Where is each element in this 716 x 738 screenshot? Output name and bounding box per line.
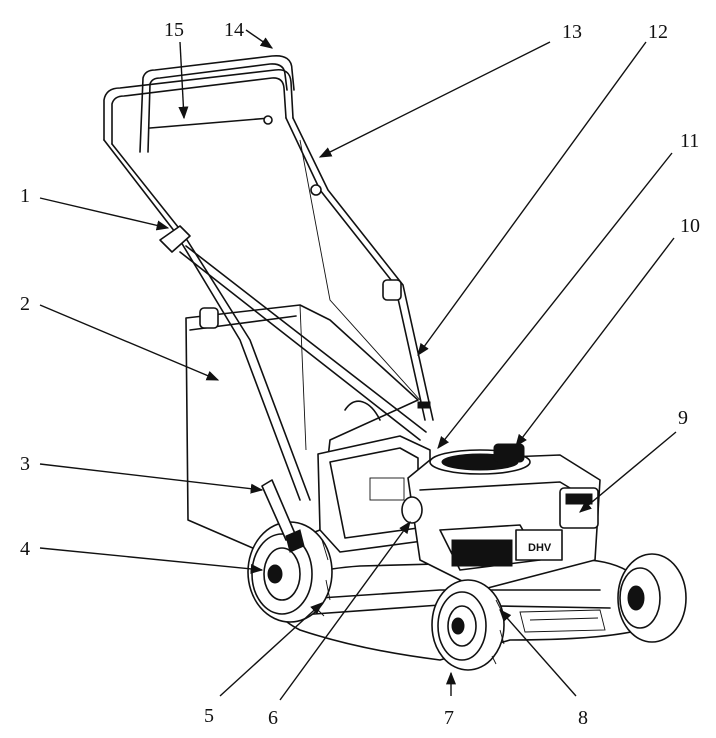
callout-4: 4 — [20, 538, 30, 560]
engine-brand-text: DHV — [528, 542, 552, 554]
callout-11: 11 — [680, 130, 699, 152]
engine: DHV — [401, 443, 601, 591]
callout-labels: 1 2 3 4 5 6 7 8 9 10 11 12 13 14 15 — [20, 19, 700, 729]
front-wheel — [431, 579, 505, 671]
callout-12: 12 — [648, 21, 668, 43]
callout-9: 9 — [678, 407, 688, 429]
callout-7: 7 — [444, 707, 454, 729]
callout-13: 13 — [562, 21, 582, 43]
callout-2: 2 — [20, 293, 30, 315]
handle-assembly — [103, 54, 434, 501]
callout-1: 1 — [20, 185, 30, 207]
callout-10: 10 — [680, 215, 700, 237]
callout-15: 15 — [164, 19, 184, 41]
leader-lines — [39, 29, 677, 701]
callout-8: 8 — [578, 707, 588, 729]
callout-6: 6 — [268, 707, 278, 729]
height-adjust-lever — [261, 479, 305, 553]
callout-5: 5 — [204, 705, 214, 727]
callout-3: 3 — [20, 453, 30, 475]
front-right-wheel — [617, 553, 687, 643]
callout-14: 14 — [224, 19, 244, 41]
rear-left-wheel — [247, 521, 333, 623]
